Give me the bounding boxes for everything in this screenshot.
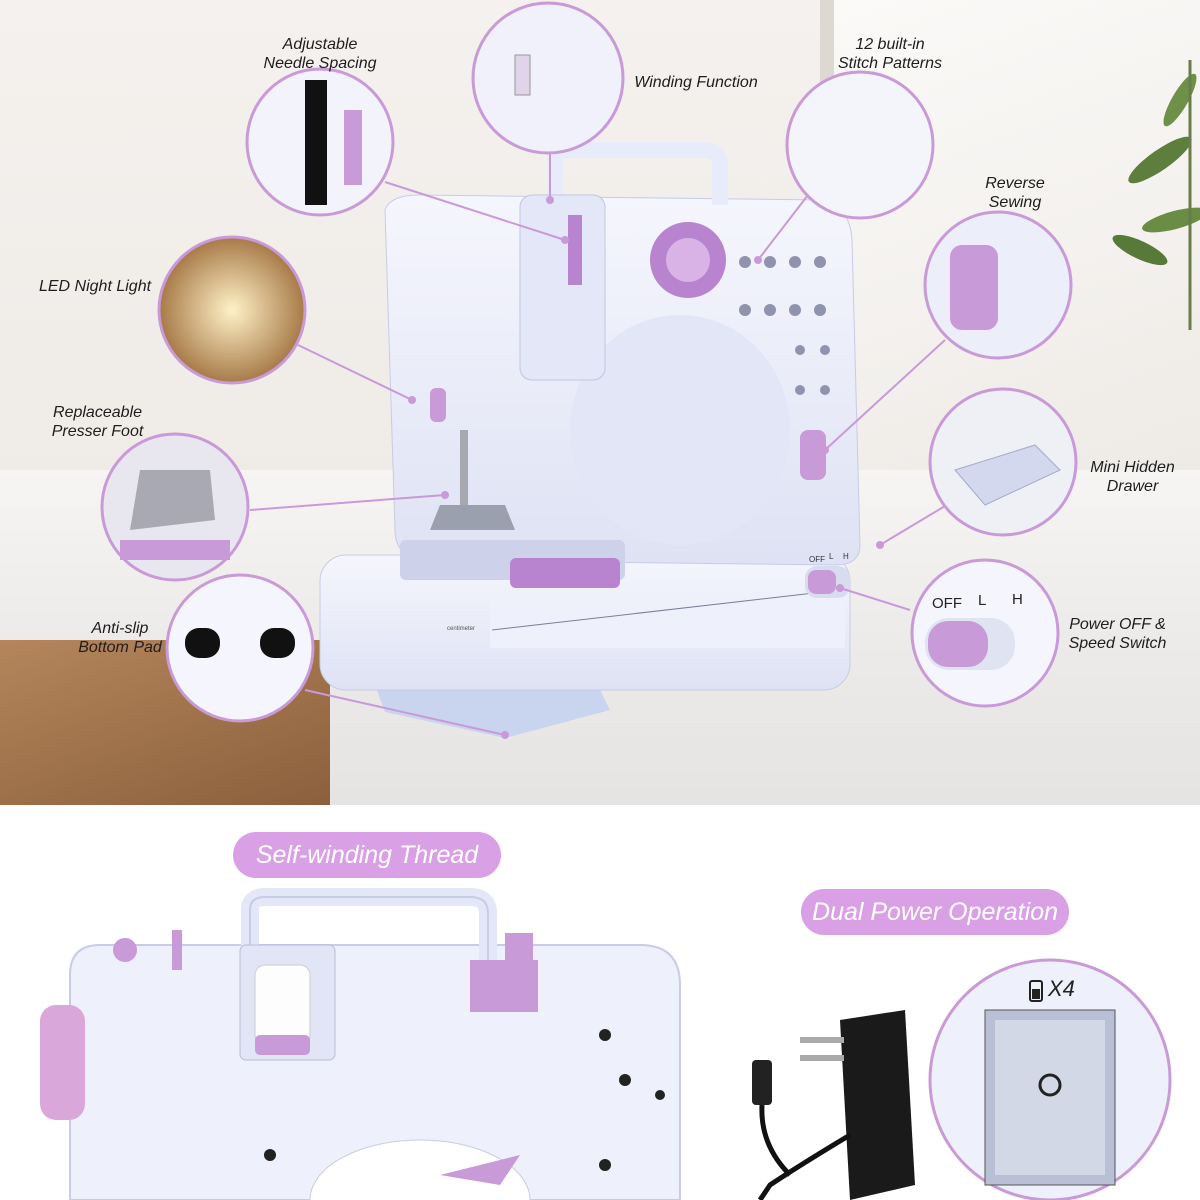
switch-low-label: L <box>978 592 986 609</box>
led-button[interactable] <box>430 388 446 422</box>
ruler-strip <box>490 600 845 648</box>
label-reverse-sewing: Reverse Sewing <box>985 175 1045 211</box>
label-presser-foot: Replaceable Presser Foot <box>51 404 144 440</box>
label-power-switch: Power OFF & Speed Switch <box>1068 616 1167 652</box>
power-adapter-icon <box>752 1010 915 1200</box>
needle-bar <box>460 430 468 505</box>
foot-pedal-base <box>375 685 610 738</box>
plant-leaves <box>1112 60 1200 330</box>
callout-winding-function <box>471 1 625 155</box>
callout-led-light <box>157 235 307 385</box>
label-needle-spacing: Adjustable Needle Spacing <box>263 36 377 72</box>
label-bottom-pad: Anti-slip Bottom Pad <box>78 620 162 656</box>
callout-bottom-pad <box>165 573 315 723</box>
stitch-pattern-grid <box>739 256 830 395</box>
power-speed-switch[interactable] <box>808 570 836 594</box>
presser-foot <box>430 505 515 530</box>
feature-illustrations: X4 <box>40 888 1172 1200</box>
carry-handle <box>547 142 728 205</box>
free-arm-opening <box>570 315 790 545</box>
ruler-label: centimeter <box>447 626 475 632</box>
switch-off-label: OFF <box>932 595 962 612</box>
battery-count: X4 <box>1047 976 1075 1001</box>
switch-high-small: H <box>843 552 849 561</box>
switch-low-small: L <box>829 552 834 561</box>
pill-self-winding: Self-winding Thread <box>233 832 501 878</box>
reverse-button[interactable] <box>800 430 826 480</box>
label-stitch-patterns: 12 built-in Stitch Patterns <box>837 36 943 72</box>
battery-compartment-view <box>928 958 1172 1200</box>
needle-spacing-dial[interactable] <box>568 215 582 285</box>
label-led-light: LED Night Light <box>38 278 152 295</box>
feature-panel: X4 Self-winding Thread Dual Power Operat… <box>0 805 1200 1200</box>
switch-high-label: H <box>1012 591 1023 608</box>
label-winding-function: Winding Function <box>634 74 758 91</box>
needle-head <box>519 194 606 381</box>
bobbin-cover <box>510 558 620 588</box>
pill-dual-power: Dual Power Operation <box>801 889 1069 935</box>
product-scene: centimeter OFF L H <box>0 0 1200 805</box>
callout-endpoints <box>408 196 884 739</box>
sewing-machine-illustration: centimeter OFF L H <box>100 1 1200 739</box>
switch-off-small: OFF <box>809 555 825 564</box>
callout-stitch-patterns <box>785 70 935 220</box>
self-winding-machine-view <box>40 888 681 1200</box>
label-hidden-drawer: Mini Hidden Drawer <box>1090 459 1175 495</box>
callout-connectors <box>249 152 956 736</box>
